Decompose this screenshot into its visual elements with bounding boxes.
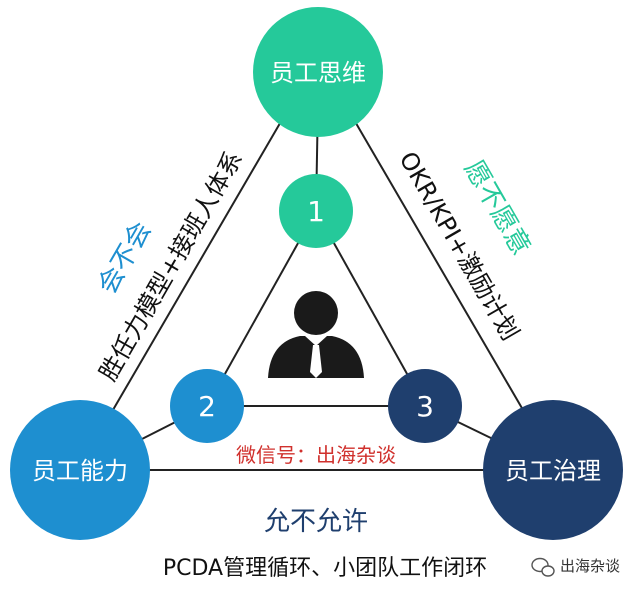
node-employee-thinking: 员工思维 xyxy=(253,7,383,137)
inner-node-1: 1 xyxy=(279,174,353,248)
node-thinking-label: 员工思维 xyxy=(270,59,366,87)
person-icon xyxy=(268,291,364,378)
node-employee-ability: 员工能力 xyxy=(10,400,150,540)
node-ability-label: 员工能力 xyxy=(32,457,128,485)
brand-text: 出海杂谈 xyxy=(560,557,620,575)
outer-edge-right xyxy=(317,57,559,471)
node-governance-label: 员工治理 xyxy=(505,457,601,485)
outer-edge-left xyxy=(77,57,319,471)
inner-node-2: 2 xyxy=(170,369,244,443)
edge-bottom-detail: PCDA管理循环、小团队工作闭环 xyxy=(163,556,487,581)
inner-node-3: 3 xyxy=(388,369,462,443)
inner-node-1-label: 1 xyxy=(307,195,325,228)
watermark-text: 微信号：出海杂谈 xyxy=(236,443,396,467)
edge-bottom-title: 允不允许 xyxy=(264,507,368,537)
inner-node-3-label: 3 xyxy=(416,390,434,423)
inner-edge-left xyxy=(206,210,317,407)
brand-mark: 出海杂谈 xyxy=(531,557,620,577)
node-employee-governance: 员工治理 xyxy=(483,400,623,540)
inner-node-2-label: 2 xyxy=(198,390,216,423)
wechat-icon xyxy=(531,557,555,577)
inner-edge-right xyxy=(315,210,426,407)
